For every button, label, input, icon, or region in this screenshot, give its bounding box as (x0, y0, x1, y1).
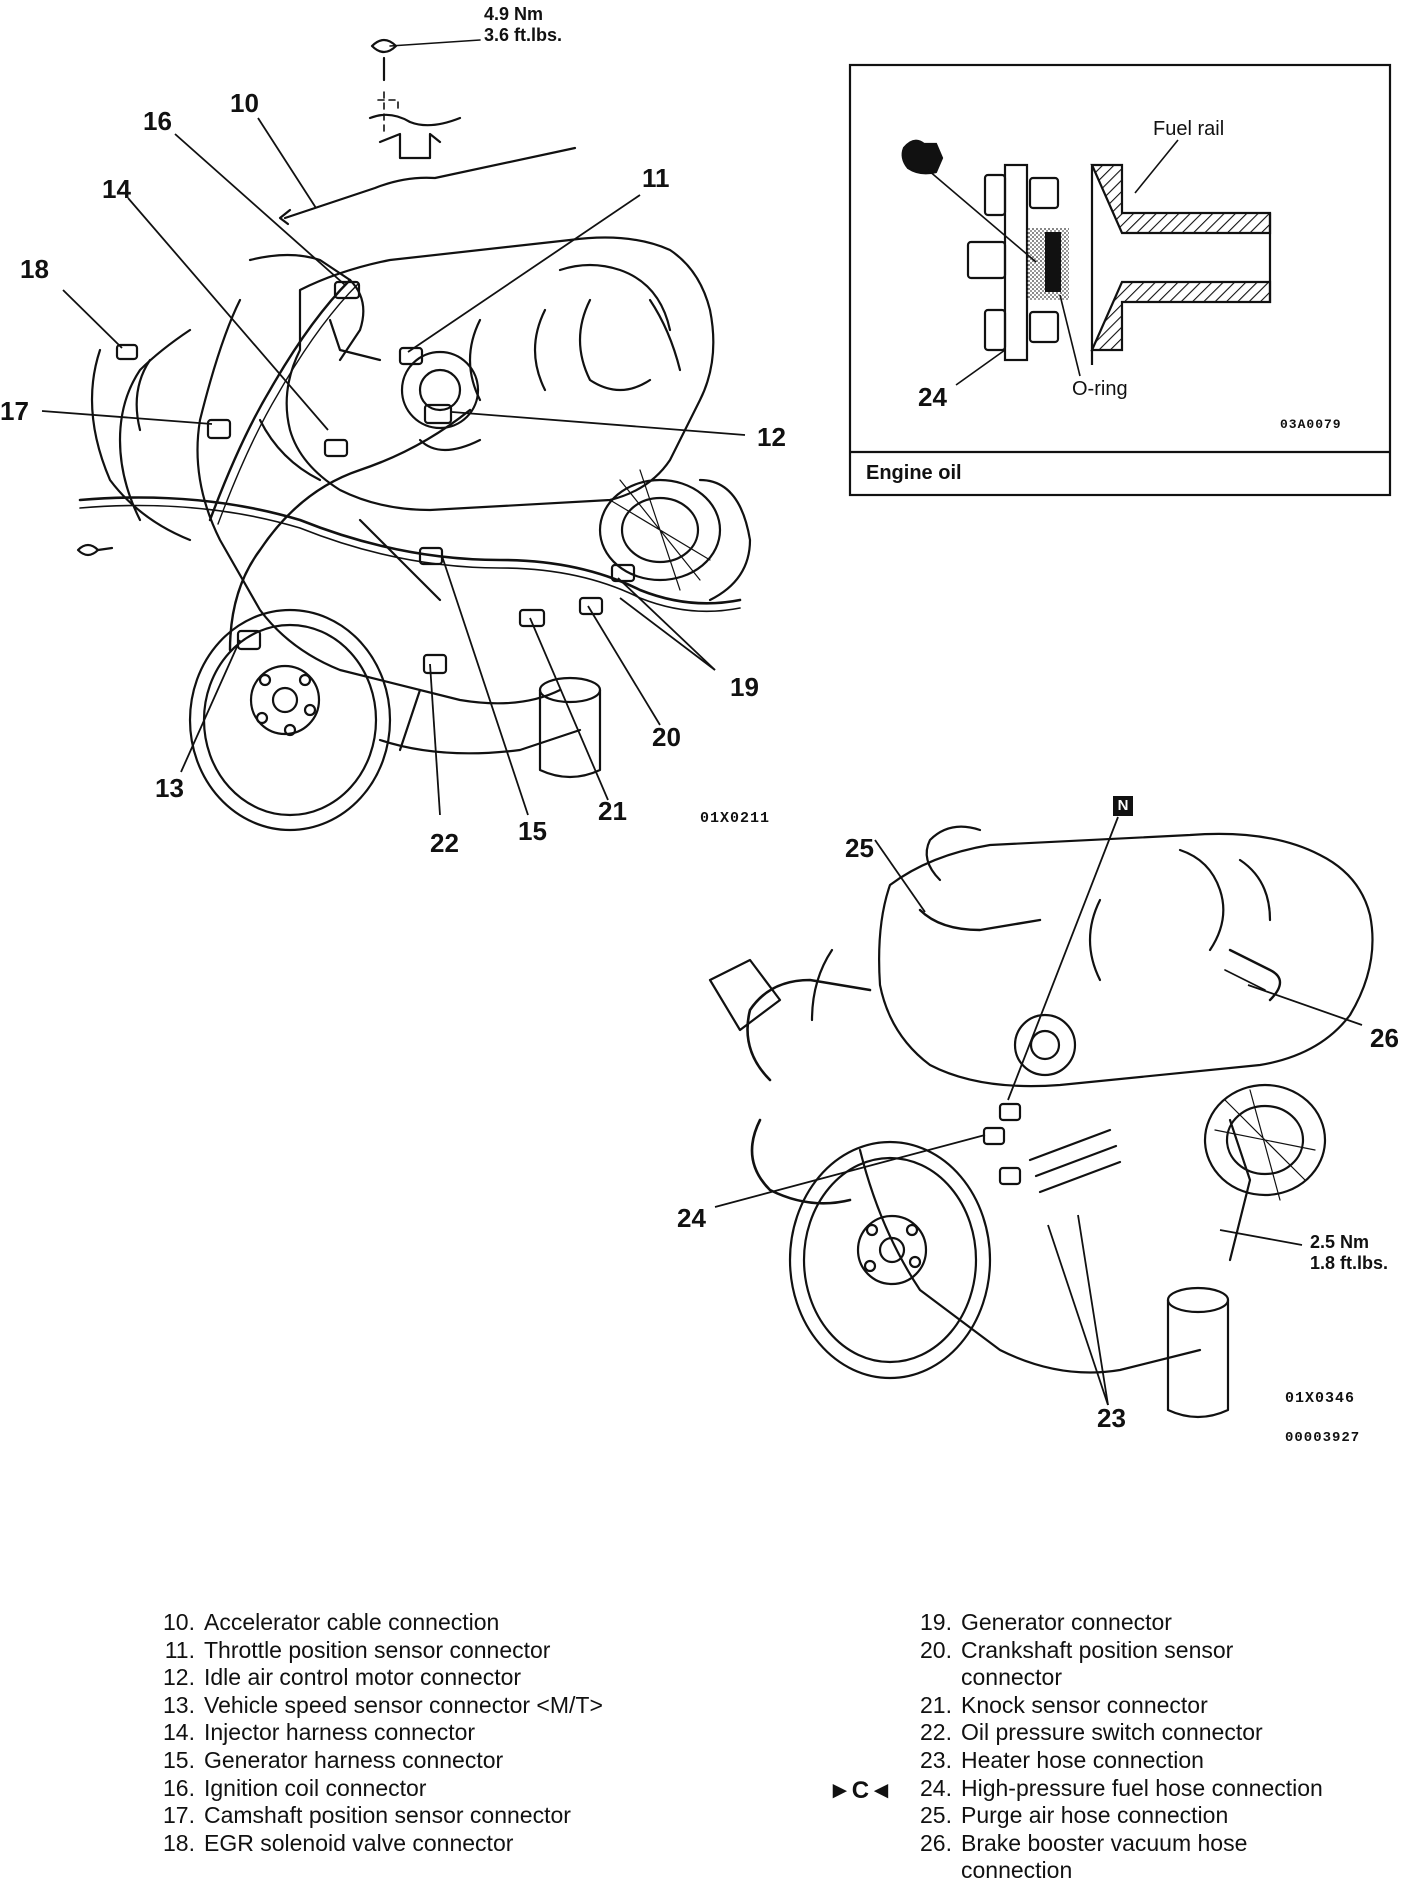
inset-fuel-rail-label: Fuel rail (1153, 118, 1225, 140)
callout-25: 25 (845, 833, 874, 863)
leader-24 (714, 1134, 986, 1208)
leader-18 (62, 289, 123, 349)
callout-16: 16 (143, 106, 172, 136)
callout-12: 12 (757, 422, 786, 452)
callout-13: 13 (155, 773, 184, 803)
lower-leader-lines (714, 816, 1363, 1406)
torque-bottom-value: 2.5 Nm 1.8 ft.lbs. (1310, 1232, 1388, 1274)
n-mark-box: N (1113, 796, 1133, 816)
flywheel (188, 608, 392, 832)
leader-25 (874, 839, 926, 913)
leader-12 (451, 411, 746, 436)
callout-14: 14 (102, 174, 131, 204)
callout-15: 15 (518, 816, 547, 846)
heater-hose (746, 978, 872, 1082)
legend-item: 16.Ignition coil connector (163, 1774, 427, 1801)
torque-bottom-nm: 2.5 Nm (1310, 1232, 1370, 1252)
legend-right: 19.Generator connector 20.Crankshaft pos… (912, 1609, 1424, 1885)
oil-filter (538, 688, 602, 779)
upper-engine-drawing (76, 38, 752, 832)
leader-23b (1077, 1214, 1109, 1406)
inset-figure-code: 03A0079 (1280, 417, 1342, 432)
torque-top-ftlbs: 3.6 ft.lbs. (484, 25, 563, 45)
figure-code-doc: 00003927 (1285, 1430, 1361, 1446)
legend-item: 20.Crankshaft position sensor connector (920, 1636, 1234, 1691)
callout-24: 24 (677, 1203, 706, 1233)
torque-top-nm: 4.9 Nm (484, 4, 544, 24)
legend-item: 19.Generator connector (920, 1609, 1172, 1635)
callout-10: 10 (230, 88, 259, 118)
lower-throttle-body (1013, 1013, 1077, 1077)
lower-oil-filter (1166, 1298, 1230, 1419)
leader-26 (1247, 984, 1363, 1026)
engine-block-outline (196, 298, 562, 705)
lower-generator (1203, 1083, 1327, 1197)
lower-flywheel (788, 1140, 992, 1380)
callout-20: 20 (652, 722, 681, 752)
legend-item: 24.High-pressure fuel hose connection (920, 1774, 1323, 1801)
legend-item: 26.Brake booster vacuum hose connection (920, 1829, 1248, 1884)
note-mark-c: ►C◄ (828, 1777, 893, 1804)
leader-23a (1047, 1224, 1109, 1406)
torque-bottom-ftlbs: 1.8 ft.lbs. (1310, 1253, 1389, 1273)
wiring-harness (78, 496, 742, 605)
inset-frame (848, 63, 1392, 497)
legend-item: 25.Purge air hose connection (920, 1802, 1229, 1829)
leader-19b (619, 597, 716, 671)
upper-leader-lines (41, 117, 746, 816)
lower-intake-manifold (878, 832, 1374, 1088)
lower-engine-drawing (708, 825, 1374, 1419)
leader-17 (41, 410, 213, 425)
callout-19: 19 (730, 672, 759, 702)
generator (598, 478, 722, 582)
figure-code-lower: 01X0346 (1285, 1390, 1356, 1407)
leader-16 (174, 133, 346, 286)
legend-item: 15.Generator harness connector (163, 1746, 504, 1773)
leader-21 (529, 617, 609, 801)
legend-item: 13.Vehicle speed sensor connector <M/T> (163, 1691, 603, 1718)
legend-left: 10.Accelerator cable connection 11.Throt… (155, 1609, 674, 1857)
callout-11: 11 (642, 163, 670, 193)
callout-26: 26 (1370, 1023, 1399, 1053)
leader-11 (407, 194, 641, 353)
throttle-body (400, 350, 480, 430)
inset-callout-24: 24 (918, 382, 947, 412)
legend-item: 10.Accelerator cable connection (163, 1609, 500, 1635)
leader-13 (180, 639, 241, 773)
legend-item: 17.Camshaft position sensor connector (163, 1802, 571, 1829)
legend-item: 11.Throttle position sensor connector (164, 1636, 551, 1663)
torque-leader-top (389, 39, 481, 47)
figure-code-upper: 01X0211 (700, 810, 771, 827)
legend-item: 12.Idle air control motor connector (163, 1664, 522, 1691)
purge-hose (918, 908, 1042, 932)
leader-22 (429, 663, 441, 816)
leader-14 (127, 197, 329, 431)
inset-o-ring-label: O-ring (1072, 378, 1128, 400)
leader-20 (587, 605, 661, 726)
leader-10 (257, 117, 317, 209)
callout-22: 22 (430, 828, 459, 858)
legend-item: 14.Injector harness connector (163, 1719, 476, 1746)
legend-item: 23.Heater hose connection (920, 1746, 1204, 1773)
leader-torque-bottom (1219, 1229, 1303, 1246)
intake-manifold (285, 236, 715, 512)
inset-caption: Engine oil (866, 462, 962, 484)
legend-item: 21.Knock sensor connector (920, 1691, 1208, 1718)
callout-18: 18 (20, 254, 49, 284)
legend-item: 22.Oil pressure switch connector (920, 1719, 1263, 1746)
injector-flange (1003, 163, 1029, 362)
accelerator-cable (283, 146, 577, 220)
callout-17: 17 (0, 396, 29, 426)
torque-top-value: 4.9 Nm 3.6 ft.lbs. (484, 4, 562, 46)
leader-19a (617, 577, 716, 671)
brake-booster-hose (1228, 948, 1282, 1002)
callout-23: 23 (1097, 1403, 1126, 1433)
legend-item: 18.EGR solenoid valve connector (163, 1829, 514, 1856)
leader-n (1007, 816, 1119, 1101)
oil-can-icon (901, 139, 944, 175)
inset-box (848, 63, 1392, 497)
callout-21: 21 (598, 796, 627, 826)
leader-15 (441, 555, 529, 816)
